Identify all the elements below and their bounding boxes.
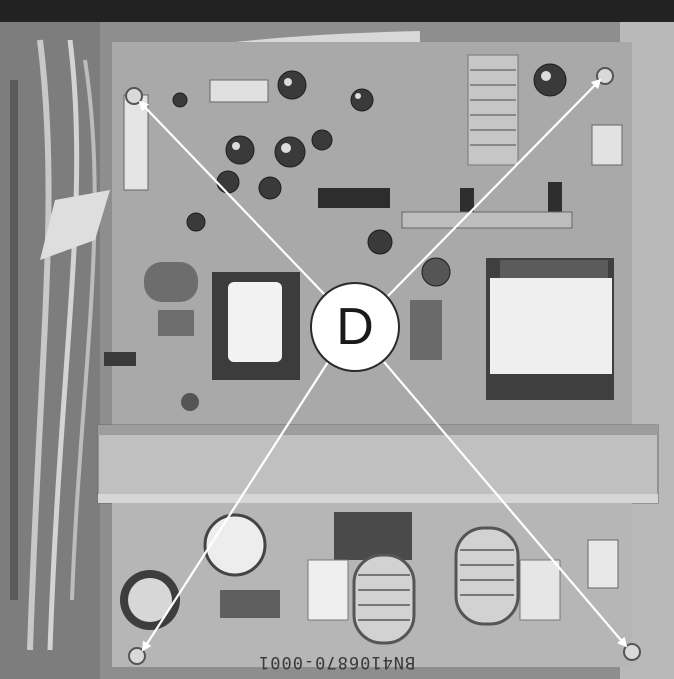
arrow-to-top-left-screw — [138, 100, 327, 297]
heatsink-bar — [97, 424, 659, 504]
arrow-to-top-right-screw — [385, 78, 602, 299]
callout-label-d: D — [310, 282, 400, 372]
arrow-to-bottom-right-screw — [383, 361, 628, 648]
callout-arrows — [138, 78, 628, 652]
top-frame — [0, 0, 674, 22]
arrow-to-bottom-left-screw — [141, 361, 329, 652]
board-part-number: BN4106870-0001 — [258, 652, 416, 672]
